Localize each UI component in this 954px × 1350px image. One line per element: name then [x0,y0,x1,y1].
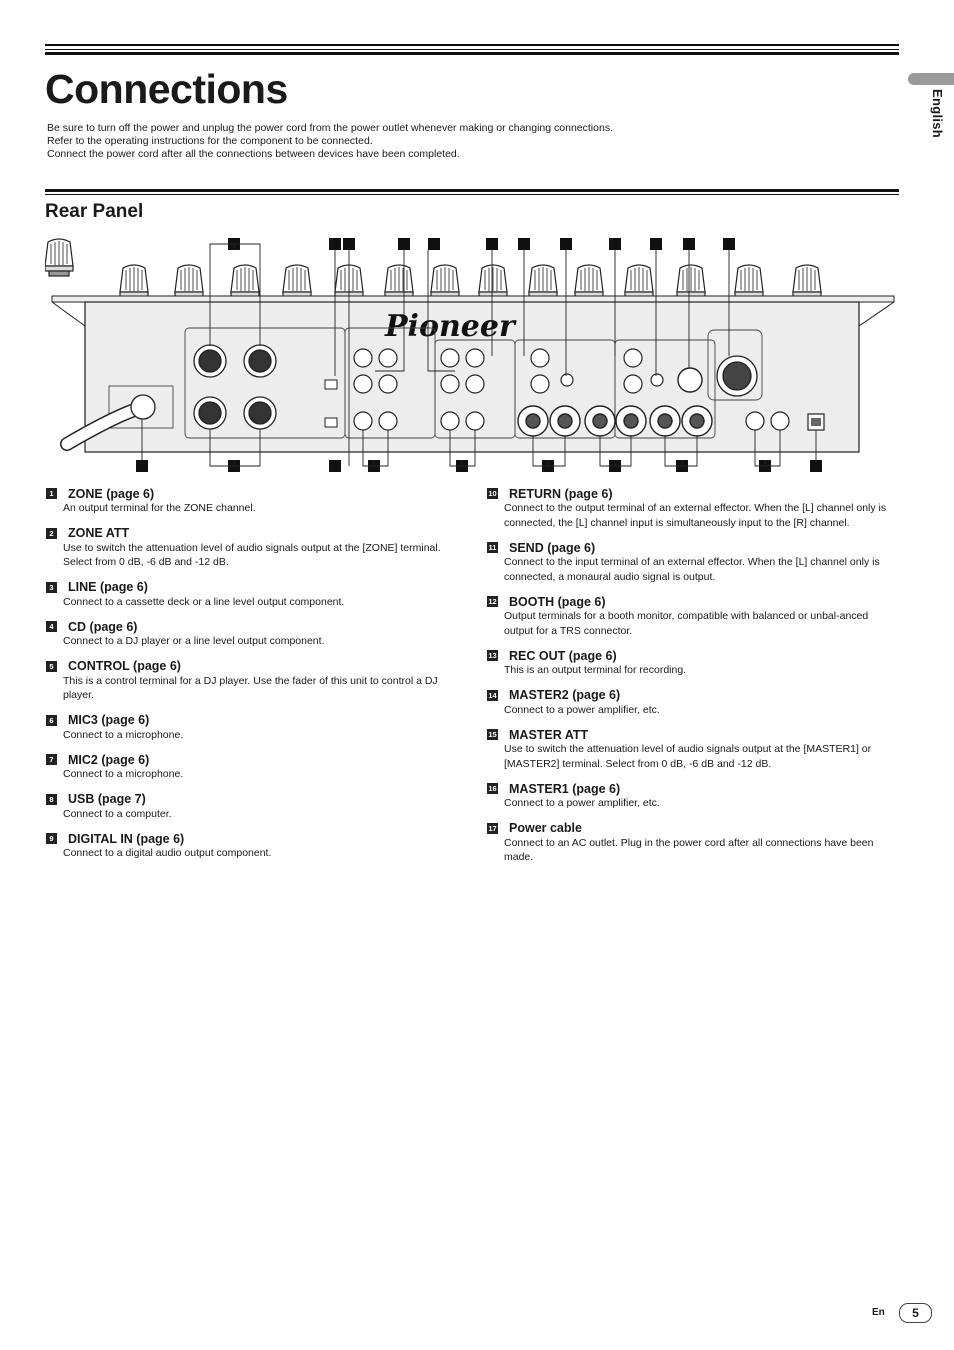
item-number: 4 [46,621,57,632]
item-desc: Connect to a digital audio output compon… [63,847,272,859]
item-number: 16 [487,783,498,794]
item-title: ZONE ATT [68,526,130,540]
section-rule [45,189,899,192]
item-desc: Connect to a power amplifier, etc. [504,703,660,716]
top-rule-thin [45,49,899,50]
list-item: 14 MASTER2 (page 6) Connect to a power am… [486,688,896,718]
list-item: 1 ZONE (page 6) An output terminal for th… [45,486,455,516]
item-desc: Connect to a cassette deck or a line lev… [63,595,345,608]
item-title: BOOTH (page 6) [509,594,606,609]
item-number: 3 [46,581,57,593]
item-number: 14 [487,689,498,701]
brand-logo: Pioneer [384,309,517,344]
language-tab [908,73,954,85]
item-title: LINE (page 6) [68,580,148,594]
item-number: 2 [46,527,57,539]
list-item: 6 MIC3 (page 6) Connect to a microphone. [45,713,455,743]
intro-line: Connect the power cord after all the con… [47,148,460,160]
item-number: 15 [487,729,498,740]
item-title: MIC3 (page 6) [68,713,150,727]
list-item: 13 REC OUT (page 6) This is an output ter… [486,648,896,678]
knobs [45,238,822,303]
item-title: ZONE (page 6) [68,486,155,501]
list-item: 8 USB (page 7) Connect to a computer. [45,792,455,822]
language-label: English [930,89,945,139]
item-desc: Connect to an AC outlet. Plug in the pow… [504,836,874,864]
list-item: 7 MIC2 (page 6) Connect to a microphone. [45,752,455,782]
item-desc: Connect to a microphone. [63,768,184,780]
section-title: Rear Panel [45,201,144,222]
item-desc: This is a control terminal for a DJ play… [63,674,438,702]
section-rule-thin [45,194,899,195]
item-title: MASTER1 (page 6) [509,781,621,796]
item-title: CONTROL (page 6) [68,659,181,673]
item-desc: Connect to a computer. [63,807,172,820]
list-item: 9 DIGITAL IN (page 6) Connect to a digita… [45,831,455,861]
top-rule [45,44,899,46]
item-desc: Use to switch the attenuation level of a… [63,541,441,569]
list-item: 5 CONTROL (page 6) This is a control term… [45,659,455,703]
intro-line: Be sure to turn off the power and unplug… [47,122,613,134]
item-desc: Connect to the input terminal of an exte… [504,556,880,583]
top-rule-thick [45,52,899,55]
page-title: Connections [45,66,288,112]
item-number: 10 [487,488,498,499]
list-item: 10 RETURN (page 6) Connect to the output … [486,486,896,530]
footer-language: En [872,1307,885,1318]
item-title: REC OUT (page 6) [509,648,617,663]
list-item: 16 MASTER1 (page 6) Connect to a power am… [486,781,896,811]
item-title: RETURN (page 6) [509,486,613,501]
item-title: MASTER2 (page 6) [509,688,621,702]
item-desc: Connect to the output terminal of an ext… [504,502,887,529]
item-desc: Output terminals for a booth monitor, co… [504,610,869,637]
item-number: 8 [46,793,57,805]
list-item: 4 CD (page 6) Connect to a DJ player or a… [45,619,455,649]
item-number: 13 [487,650,498,661]
item-title: CD (page 6) [68,619,138,634]
item-title: USB (page 7) [68,792,146,806]
intro-line: Refer to the operating instructions for … [47,135,373,147]
list-item: 12 BOOTH (page 6) Output terminals for a … [486,594,896,638]
intro-text: Be sure to turn off the power and unplug… [47,122,613,161]
item-title: MASTER ATT [509,727,589,742]
list-item: 17 Power cable Connect to an AC outlet. P… [486,821,896,865]
item-desc: An output terminal for the ZONE channel. [63,502,256,514]
item-number: 17 [487,822,498,834]
item-number: 1 [46,488,57,499]
item-title: MIC2 (page 6) [68,752,150,767]
items-right-column: 10 RETURN (page 6) Connect to the output … [486,486,896,875]
items-left-column: 1 ZONE (page 6) An output terminal for th… [45,486,455,871]
item-number: 5 [46,660,57,672]
page-number: 5 [899,1303,932,1323]
list-item: 11 SEND (page 6) Connect to the input ter… [486,540,896,584]
item-desc: Connect to a DJ player or a line level o… [63,635,325,647]
list-item: 3 LINE (page 6) Connect to a cassette dec… [45,580,455,610]
rear-panel-diagram: Pioneer [45,238,895,472]
item-desc: Use to switch the attenuation level of a… [504,743,872,770]
item-number: 7 [46,754,57,765]
item-number: 6 [46,714,57,726]
item-title: Power cable [509,821,582,835]
item-desc: Connect to a microphone. [63,728,184,741]
list-item: 2 ZONE ATT Use to switch the attenuation … [45,526,455,570]
item-title: DIGITAL IN (page 6) [68,831,185,846]
item-desc: This is an output terminal for recording… [504,664,687,676]
item-number: 11 [487,542,498,553]
list-item: 15 MASTER ATT Use to switch the attenuati… [486,727,896,771]
item-number: 12 [487,596,498,607]
item-number: 9 [46,833,57,844]
item-desc: Connect to a power amplifier, etc. [504,797,660,809]
item-title: SEND (page 6) [509,540,596,555]
